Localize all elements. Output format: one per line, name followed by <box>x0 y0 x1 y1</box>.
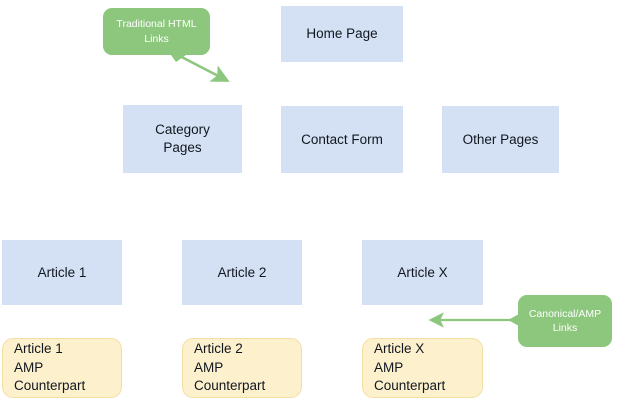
node-home-page[interactable]: Home Page <box>281 6 403 62</box>
callout-canonical-amp-links[interactable]: Canonical/AMP Links <box>518 295 612 347</box>
node-category-pages-label: Category Pages <box>155 122 210 155</box>
node-category-pages[interactable]: Category Pages <box>123 105 242 173</box>
node-article-2-label: Article 2 <box>217 264 267 280</box>
node-article-2[interactable]: Article 2 <box>182 240 302 305</box>
node-article-x[interactable]: Article X <box>362 240 483 305</box>
node-contact-form[interactable]: Contact Form <box>281 106 403 173</box>
node-article-x-amp-counterpart-label: Article X AMP Counterpart <box>374 341 446 394</box>
node-article-1[interactable]: Article 1 <box>2 240 122 305</box>
node-article-1-amp-counterpart-label: Article 1 AMP Counterpart <box>14 341 86 394</box>
node-article-x-label: Article X <box>397 264 448 280</box>
node-other-pages-label: Other Pages <box>462 131 539 147</box>
node-other-pages[interactable]: Other Pages <box>442 106 559 173</box>
node-article-2-amp-counterpart-label: Article 2 AMP Counterpart <box>194 341 266 394</box>
node-article-x-amp-counterpart[interactable]: Article X AMP Counterpart <box>362 338 483 398</box>
callout-traditional-html-links[interactable]: Traditional HTML Links <box>103 8 210 55</box>
node-home-page-label: Home Page <box>306 26 378 42</box>
arrow-traditional-html-links <box>171 50 230 82</box>
callout-canonical-amp-links-label: Canonical/AMP Links <box>528 307 602 334</box>
node-article-1-label: Article 1 <box>37 264 87 280</box>
node-contact-form-label: Contact Form <box>301 131 383 147</box>
node-article-1-amp-counterpart[interactable]: Article 1 AMP Counterpart <box>2 338 122 398</box>
node-article-2-amp-counterpart[interactable]: Article 2 AMP Counterpart <box>182 338 302 398</box>
callout-traditional-html-links-label: Traditional HTML Links <box>116 18 197 45</box>
